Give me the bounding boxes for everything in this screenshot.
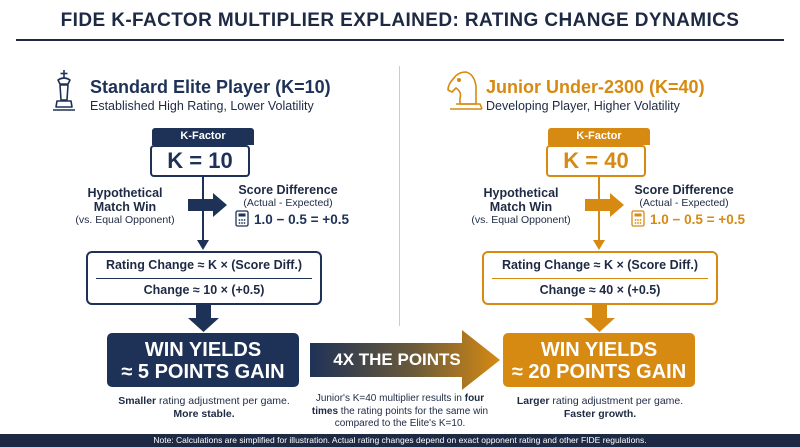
right-down-arrow <box>584 302 615 332</box>
left-connector-arrowhead <box>197 240 209 250</box>
left-formula-box: Rating Change ≈ K × (Score Diff.) Change… <box>86 251 322 305</box>
right-score-label: Score Difference <box>634 183 734 197</box>
left-note: Smaller rating adjustment per game. More… <box>86 395 322 421</box>
right-kfactor-value: K = 40 <box>546 145 646 177</box>
right-score-equation: 1.0 − 0.5 = +0.5 <box>650 212 745 227</box>
right-score-block: Score Difference (Actual - Expected) <box>626 183 742 210</box>
right-result-line2: ≈ 20 POINTS GAIN <box>511 361 687 383</box>
left-note-bold: Smaller <box>118 395 157 407</box>
left-formula-line1: Rating Change ≈ K × (Score Diff.) <box>105 258 303 272</box>
left-note-rest: rating adjustment per game. <box>156 395 290 407</box>
left-kfactor-tab: K-Factor <box>152 128 254 145</box>
footer-note: Note: Calculations are simplified for il… <box>0 434 800 447</box>
right-connector-arrowhead <box>593 240 605 250</box>
left-match-line1: Hypothetical <box>87 186 163 200</box>
left-match-sub: (vs. Equal Opponent) <box>75 214 175 226</box>
left-heading: Standard Elite Player (K=10) <box>90 77 331 97</box>
right-result-box: WIN YIELDS ≈ 20 POINTS GAIN <box>503 333 695 387</box>
left-score-label: Score Difference <box>238 183 338 197</box>
center-caption-pre: Junior's K=40 multiplier results in <box>315 393 465 404</box>
center-caption-bold2: times <box>311 405 339 417</box>
right-side-arrow <box>585 193 624 217</box>
right-formula-line2: Change ≈ 40 × (+0.5) <box>539 283 661 297</box>
center-caption-bold1: four <box>464 393 485 404</box>
right-note-rest: rating adjustment per game. <box>549 395 684 407</box>
calculator-icon <box>631 210 645 227</box>
right-note: Larger rating adjustment per game. Faste… <box>482 395 718 421</box>
right-subheading: Developing Player, Higher Volatility <box>486 99 680 113</box>
left-side-arrow <box>188 193 227 217</box>
left-score-sub: (Actual - Expected) <box>243 197 333 209</box>
left-result-box: WIN YIELDS ≈ 5 POINTS GAIN <box>107 333 299 387</box>
right-match-line2: Match Win <box>489 200 553 214</box>
right-score-sub: (Actual - Expected) <box>639 197 729 209</box>
column-divider <box>399 66 400 326</box>
center-caption-line3: compared to the Elite's K=10. <box>334 418 466 429</box>
right-kfactor-tab: K-Factor <box>548 128 650 145</box>
left-down-arrow <box>188 302 219 332</box>
right-formula-line1: Rating Change ≈ K × (Score Diff.) <box>501 258 699 272</box>
left-note-line2: More stable. <box>173 408 235 420</box>
calculator-icon <box>235 210 249 227</box>
right-note-bold: Larger <box>516 395 550 407</box>
left-result-line2: ≈ 5 POINTS GAIN <box>121 361 285 383</box>
chess-king-icon <box>53 70 75 111</box>
center-caption: Junior's K=40 multiplier results in four… <box>302 393 498 431</box>
left-score-equation: 1.0 − 0.5 = +0.5 <box>254 212 349 227</box>
title-underline <box>16 39 784 41</box>
right-result-line1: WIN YIELDS <box>540 339 658 361</box>
left-subheading: Established High Rating, Lower Volatilit… <box>90 99 314 113</box>
right-heading: Junior Under-2300 (K=40) <box>486 77 705 97</box>
right-formula-divider <box>492 278 708 279</box>
chess-knight-icon <box>447 71 483 110</box>
comparison-arrow <box>310 330 500 390</box>
right-match-label: Hypothetical Match Win (vs. Equal Oppone… <box>466 186 576 227</box>
left-kfactor-value: K = 10 <box>150 145 250 177</box>
left-match-line2: Match Win <box>93 200 157 214</box>
left-score-block: Score Difference (Actual - Expected) <box>230 183 346 210</box>
right-match-sub: (vs. Equal Opponent) <box>471 214 571 226</box>
page-title: FIDE K-FACTOR MULTIPLIER EXPLAINED: RATI… <box>60 10 740 31</box>
left-formula-line2: Change ≈ 10 × (+0.5) <box>143 283 265 297</box>
center-caption-post: the rating points for the same win <box>338 405 489 417</box>
right-note-line2: Faster growth. <box>563 408 637 420</box>
left-result-line1: WIN YIELDS <box>144 339 262 361</box>
comparison-arrow-label: 4X THE POINTS <box>333 350 461 369</box>
right-match-line1: Hypothetical <box>483 186 559 200</box>
left-match-label: Hypothetical Match Win (vs. Equal Oppone… <box>70 186 180 227</box>
left-formula-divider <box>96 278 312 279</box>
right-formula-box: Rating Change ≈ K × (Score Diff.) Change… <box>482 251 718 305</box>
